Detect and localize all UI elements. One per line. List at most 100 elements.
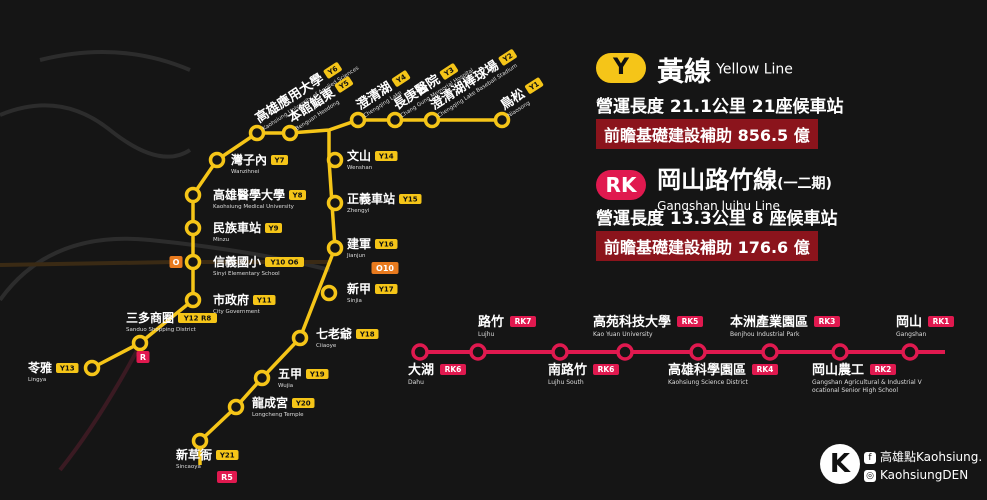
station-code: Y8 (292, 192, 303, 200)
o10-marker (371, 262, 399, 274)
yellow-name-en: Yellow Line (716, 61, 793, 78)
yellow-station-y19[interactable] (253, 369, 271, 387)
instagram-row[interactable]: ◎KaohsiungDEN (864, 468, 968, 482)
yellow-station-y10[interactable] (184, 253, 202, 271)
red-stats: 營運長度 13.3公里 8 座候車站 (596, 209, 838, 229)
station-code-badge (216, 450, 239, 460)
station-code: Y16 (378, 241, 394, 249)
station-name-zh: 高雄醫學大學 (213, 187, 285, 202)
station-code-badge (814, 316, 840, 327)
instagram-icon: ◎ (864, 469, 876, 482)
facebook-icon: f (864, 451, 876, 464)
station-code-badge (271, 155, 288, 165)
yellow-station-y14[interactable] (326, 151, 344, 169)
station-name-en: Wenshan (347, 165, 373, 171)
red-station-rk3[interactable] (761, 343, 779, 361)
station-name-zh: 民族車站 (213, 220, 261, 235)
station-name-en: Wanzihnei (231, 169, 260, 175)
yellow-station-y16[interactable] (326, 239, 344, 257)
station-code-badge (593, 364, 619, 375)
yellow-grant: 前瞻基礎建設補助 856.5 億 (596, 119, 818, 149)
station-code: Y18 (359, 331, 375, 339)
station-code: RK2 (875, 365, 892, 374)
yellow-station-y2[interactable] (423, 111, 441, 129)
rk-badge: RK (596, 169, 646, 200)
red-station-rk4[interactable] (689, 343, 707, 361)
station-name-zh: 三多商圈 (126, 310, 174, 325)
station-name-en: Longcheng Temple (252, 412, 304, 418)
facebook-handle: 高雄點Kaohsiung. (880, 450, 983, 464)
yellow-station-y18[interactable] (291, 329, 309, 347)
yellow-station-y11[interactable] (184, 291, 202, 309)
yellow-station-y7[interactable] (208, 151, 226, 169)
station-name-en: Kao Yuan University (593, 331, 653, 338)
o-line-marker-label: O (173, 258, 180, 267)
facebook-row[interactable]: f 高雄點Kaohsiung. (864, 448, 982, 465)
r-line-marker (136, 351, 150, 363)
station-code-badge (375, 239, 398, 249)
yellow-name-zh: 黃線 (657, 57, 712, 88)
station-code: Y20 (295, 400, 311, 408)
station-code-badge (306, 369, 329, 379)
yellow-line-title: Y 黃線 Yellow Line (596, 50, 793, 89)
station-code-badge (292, 398, 315, 408)
station-name-en: Kaohsiung Science District (668, 379, 748, 386)
yellow-station-y20[interactable] (227, 398, 245, 416)
station-code: Y7 (274, 157, 285, 165)
station-code-badge (399, 194, 422, 204)
yellow-station-y17[interactable] (320, 284, 338, 302)
yellow-station-y6[interactable] (248, 124, 266, 142)
station-name-zh: 岡山農工 (812, 362, 864, 378)
station-code-badge (870, 364, 896, 375)
yellow-station-y5[interactable] (281, 124, 299, 142)
station-code: Y9 (268, 225, 279, 233)
station-code-badge (525, 77, 544, 94)
red-station-rk6[interactable] (411, 343, 429, 361)
red-station-rk1[interactable] (901, 343, 919, 361)
station-code-badge (440, 364, 466, 375)
red-station-rk7[interactable] (469, 343, 487, 361)
yellow-stats: 營運長度 21.1公里 21座候車站 (596, 97, 844, 117)
red-grant: 前瞻基礎建設補助 176.6 億 (596, 231, 818, 261)
station-code-badge (677, 316, 703, 327)
o-line-marker (169, 256, 183, 268)
station-name-en: Dahu (408, 379, 424, 386)
yellow-station-y21[interactable] (191, 432, 209, 450)
yellow-station-y13[interactable] (83, 359, 101, 377)
station-code: RK3 (819, 317, 836, 326)
station-name-zh: 信義國小 (213, 254, 261, 269)
red-station-rk6[interactable] (551, 343, 569, 361)
station-code-badge (265, 223, 282, 233)
yellow-station-y8[interactable] (184, 186, 202, 204)
yellow-station-y3[interactable] (386, 111, 404, 129)
station-name-en: Gangshan (896, 331, 927, 338)
yellow-station-y4[interactable] (349, 111, 367, 129)
station-name-zh: 文山 (347, 148, 371, 163)
station-name-zh: 新草衙 (176, 447, 212, 462)
red-name-zh: 岡山路竹線 (657, 166, 778, 194)
yellow-station-y9[interactable] (184, 219, 202, 237)
station-name-zh: 建軍 (346, 236, 371, 251)
red-station-rk2[interactable] (831, 343, 849, 361)
yellow-station-y1[interactable] (493, 111, 511, 129)
yellow-station-y12[interactable] (131, 334, 149, 352)
station-name-zh: 路竹 (478, 314, 504, 330)
station-code-badge (752, 364, 778, 375)
yellow-badge: Y (596, 53, 646, 83)
station-code-badge (289, 190, 306, 200)
red-station-rk5[interactable] (616, 343, 634, 361)
station-name-zh: 岡山 (896, 314, 922, 330)
yellow-station-y15[interactable] (326, 194, 344, 212)
